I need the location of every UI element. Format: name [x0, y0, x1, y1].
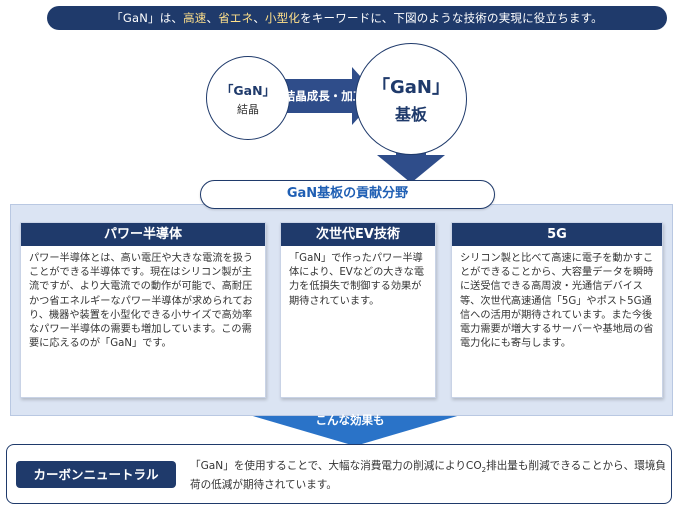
top-banner: 「GaN」は、高速、省エネ、小型化をキーワードに、下図のような技術の実現に役立ち…: [47, 6, 667, 30]
banner-sep-2: 、: [253, 11, 266, 25]
card-power-semiconductor: パワー半導体 パワー半導体とは、高い電圧や大きな電流を扱うことができる半導体です…: [20, 222, 266, 398]
card-text: 「GaN」で作ったパワー半導体により、EVなどの大きな電力を低損失で制御する効果…: [289, 253, 425, 307]
keyword-miniaturization: 小型化: [265, 11, 301, 25]
card-title: 5G: [452, 223, 662, 246]
gan-crystal-label: 「GaN」: [220, 82, 276, 98]
carbon-neutral-label: カーボンニュートラル: [16, 461, 176, 488]
card-5g: 5G シリコン製と比べて高速に電子を動かすことができることから、大容量データを瞬…: [451, 222, 663, 398]
keyword-speed: 高速: [183, 11, 207, 25]
carbon-neutral-text: 「GaN」を使用することで、大幅な消費電力の削減によりCO2排出量も削減できるこ…: [190, 459, 666, 493]
gan-substrate-label: 「GaN」: [372, 77, 450, 98]
crystal-label: 結晶: [237, 102, 259, 116]
card-next-gen-ev: 次世代EV技術 「GaN」で作ったパワー半導体により、EVなどの大きな電力を低損…: [280, 222, 436, 398]
carbon-text-after: 排出量も削減できることから、環境負荷の低減が期待されています。: [190, 460, 667, 492]
banner-sep-1: 、: [206, 11, 219, 25]
gan-crystal-circle: 「GaN」 結晶: [206, 56, 290, 140]
keyword-energy-saving: 省エネ: [218, 11, 254, 25]
contribution-title: GaN基板の貢献分野: [200, 180, 495, 209]
substrate-down-arrow: [377, 138, 445, 183]
substrate-label: 基板: [394, 105, 427, 124]
card-text: パワー半導体とは、高い電圧や大きな電流を扱うことができる半導体です。現在はシリコ…: [29, 253, 254, 350]
card-title: 次世代EV技術: [281, 223, 435, 246]
banner-text-1: 「GaN」は、: [111, 11, 184, 25]
card-text: シリコン製と比べて高速に電子を動かすことができることから、大容量データを瞬時に送…: [460, 253, 654, 350]
process-arrow: [276, 67, 378, 125]
gan-substrate-circle: 「GaN」 基板: [355, 43, 467, 155]
co2-subscript: 2: [481, 466, 487, 475]
banner-text-2: をキーワードに、下図のような技術の実現に役立ちます。: [300, 11, 603, 25]
carbon-text-before: 「GaN」を使用することで、大幅な消費電力の削減によりCO: [190, 460, 482, 472]
effect-arrow-label: こんな効果も: [315, 413, 385, 427]
process-arrow-label: 結晶成長・加工: [283, 89, 365, 103]
card-title: パワー半導体: [21, 223, 265, 246]
